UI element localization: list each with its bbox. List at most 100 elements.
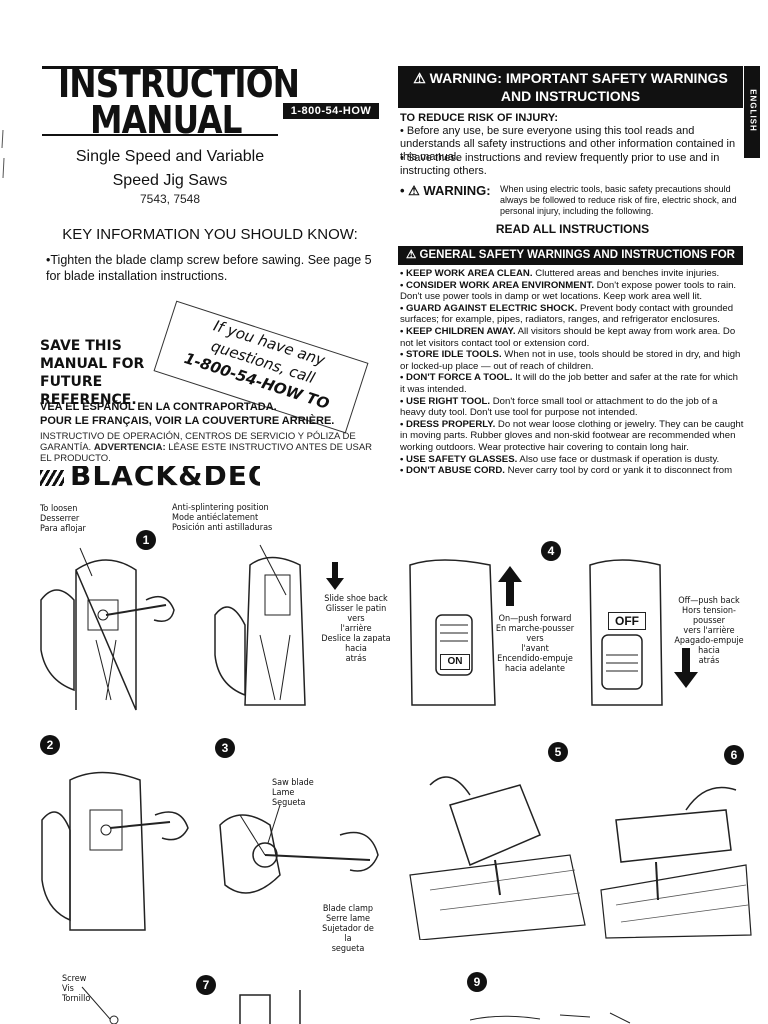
off-en: Off—push back [678,596,740,606]
spanish-instructions-text: INSTRUCTIVO DE OPERACIÓN, CENTROS DE SER… [40,431,356,453]
anti-es: Posición anti astilladuras [172,523,273,533]
save-line-3: FUTURE REFERENCE. [40,374,137,408]
slide-en: Slide shoe back [324,594,388,604]
rule-head: • DON'T ABUSE CORD. [400,465,505,477]
fig3-blade-clamp-drawing [219,805,379,894]
off-es-1: Apagado-empuje hacia [674,636,744,656]
anti-fr: Mode antiéclatement [172,513,259,523]
warning-word: • ⚠ WARNING: [400,183,491,198]
phone-badge: 1-800-54-HOW TO [283,103,379,133]
safety-rule: • KEEP CHILDREN AWAY. All visitors shoul… [400,326,744,349]
fig5-cutting-drawing [409,776,586,940]
rule-head: • CONSIDER WORK AREA ENVIRONMENT. [400,279,594,291]
on-en: On—push forward [498,614,572,624]
save-manual-notice: SAVE THIS MANUAL FOR FUTURE REFERENCE. [40,337,200,409]
rule-body: Do not wear loose clothing or jewelry. T… [400,418,744,453]
safety-rule: • DON'T ABUSE CORD. Never carry tool by … [400,465,744,477]
off-fr-2: vers l'arrière [683,626,735,636]
safety-rule: • USE SAFETY GLASSES. Also use face or d… [400,454,744,466]
product-subtitle: Single Speed and Variable Speed Jig Saws [40,145,300,193]
slide-es-1: Deslice la zapata hacia [321,634,391,654]
rule-head: • GUARD AGAINST ELECTRIC SHOCK. [400,302,578,314]
screw-es: Tornillo [62,994,91,1004]
switch-off-drawing [589,559,663,706]
read-all-instructions: READ ALL INSTRUCTIONS [495,222,650,236]
screw-label: Screw Vis Tornillo [62,974,90,1004]
warning-small-text: When using electric tools, basic safety … [500,184,737,216]
french-note: POUR LE FRANÇAIS, VOIR LA COUVERTURE ARR… [40,415,335,427]
rule-head: • KEEP WORK AREA CLEAN. [400,268,533,279]
rule-head: • USE SAFETY GLASSES. [400,453,518,465]
rule-body: It will do the job better and safer at t… [400,372,738,395]
black-decker-logo: BLACK&DECKER [40,466,260,488]
on-label: On—push forward En marche-pousser vers l… [490,614,580,674]
blade-clamp-en: Blade clamp [322,904,374,914]
fig1-jigsaw-shoe-drawing [214,544,306,706]
warning-title-line-1: ⚠ WARNING: IMPORTANT SAFETY WARNINGS [413,70,728,86]
fig2-jigsaw-drawing [41,771,189,931]
slide-es-2: atrás [345,654,367,664]
key-info-heading: KEY INFORMATION YOU SHOULD KNOW: [62,226,358,243]
off-es-2: atrás [698,656,720,666]
saw-blade-es: Segueta [272,798,306,808]
title-instruction: INSTRUCTION [58,62,300,106]
step-1-marker: 1 [136,530,156,550]
english-tab-label: ENGLISH [748,89,758,132]
safety-rule: • KEEP WORK AREA CLEAN. Cluttered areas … [400,268,744,280]
step-4-marker: 4 [541,541,561,561]
key-info-bullet: •Tighten the blade clamp screw before sa… [46,253,372,283]
safety-rule: • DON'T FORCE A TOOL. It will do the job… [400,372,744,395]
risk-bullet-1: • Before any use, be sure everyone using… [400,125,736,163]
fig1-jigsaw-loosen-drawing [40,547,175,711]
step-3-marker: 3 [215,738,235,758]
rule-head: • STORE IDLE TOOLS. [400,349,502,361]
blade-clamp-es-1: Sujetador de la [322,924,374,944]
spanish-read-text: LÉASE ESTE INSTRUCTIVO ANTES DE USAR EL … [40,442,373,464]
safety-rule: • CONSIDER WORK AREA ENVIRONMENT. Don't … [400,280,744,303]
spanish-advertencia: ADVERTENCIA: [93,442,166,453]
model-numbers: 7543, 7548 [139,192,201,206]
blade-clamp-es-2: segueta [331,944,365,954]
rule-head: • DRESS PROPERLY. [400,418,496,430]
rule-body: Never carry tool by cord or yank it to d… [504,465,733,477]
risk-bullet-2: • Save these instructions and review fre… [400,152,720,177]
rule-body: Don't expose power tools to rain. Don't … [400,279,737,303]
rule-head: • DON'T FORCE A TOOL. [400,372,513,384]
blade-clamp-fr: Serre lame [325,914,371,924]
screw-fr: Vis [62,984,74,994]
screw-en: Screw [62,974,87,984]
blade-clamp-label: Blade clamp Serre lame Sujetador de la s… [318,904,378,954]
safety-warning-banner: ⚠ WARNING: IMPORTANT SAFETY WARNINGS AND… [398,66,743,108]
fig6-cutting-drawing [600,786,752,939]
screw-pointer-drawing [81,986,119,1024]
safety-rule: • USE RIGHT TOOL. Don't force small tool… [400,396,744,419]
title-manual: MANUAL [90,98,243,142]
rule-head: • USE RIGHT TOOL. [400,395,491,407]
loosen-en: To loosen [40,504,78,514]
subtitle-line-2: Speed Jig Saws [112,172,228,189]
rule-body: Cluttered areas and benches invite injur… [532,268,720,279]
saw-blade-en: Saw blade [272,778,314,788]
warning-title-line-2: AND INSTRUCTIONS [500,88,641,104]
brand-wordmark: BLACK&DECKER [70,466,260,488]
rule-body: Don't force small tool or attachment to … [400,395,718,419]
rule-body: All visitors should be kept away from wo… [400,325,736,349]
save-line-1: SAVE THIS [40,338,122,354]
off-fr-1: Hors tension-pousser [682,606,736,626]
fig7-drawing [239,990,301,1024]
subtitle-line-1: Single Speed and Variable [75,148,265,165]
slide-shoe-label: Slide shoe back Glisser le patin vers l'… [316,594,396,664]
down-arrow-icon [326,562,344,590]
loosen-fr: Desserrer [40,514,80,524]
off-label: Off—push back Hors tension-pousser vers … [668,596,750,666]
saw-blade-fr: Lame [272,788,295,798]
rule-body: When not in use, tools should be stored … [400,349,741,372]
anti-splinter-label: Anti-splintering position Mode antiéclat… [172,503,272,533]
logo-stripes-icon [40,470,64,486]
anti-en: Anti-splintering position [172,503,269,513]
warning-line: • ⚠ WARNING: [400,182,745,200]
saw-blade-label: Saw blade Lame Segueta [272,778,314,808]
title-rule-top [42,66,278,69]
down-arrow-large-icon [674,648,698,688]
rule-body: Also use face or dustmask if operation i… [517,453,720,465]
